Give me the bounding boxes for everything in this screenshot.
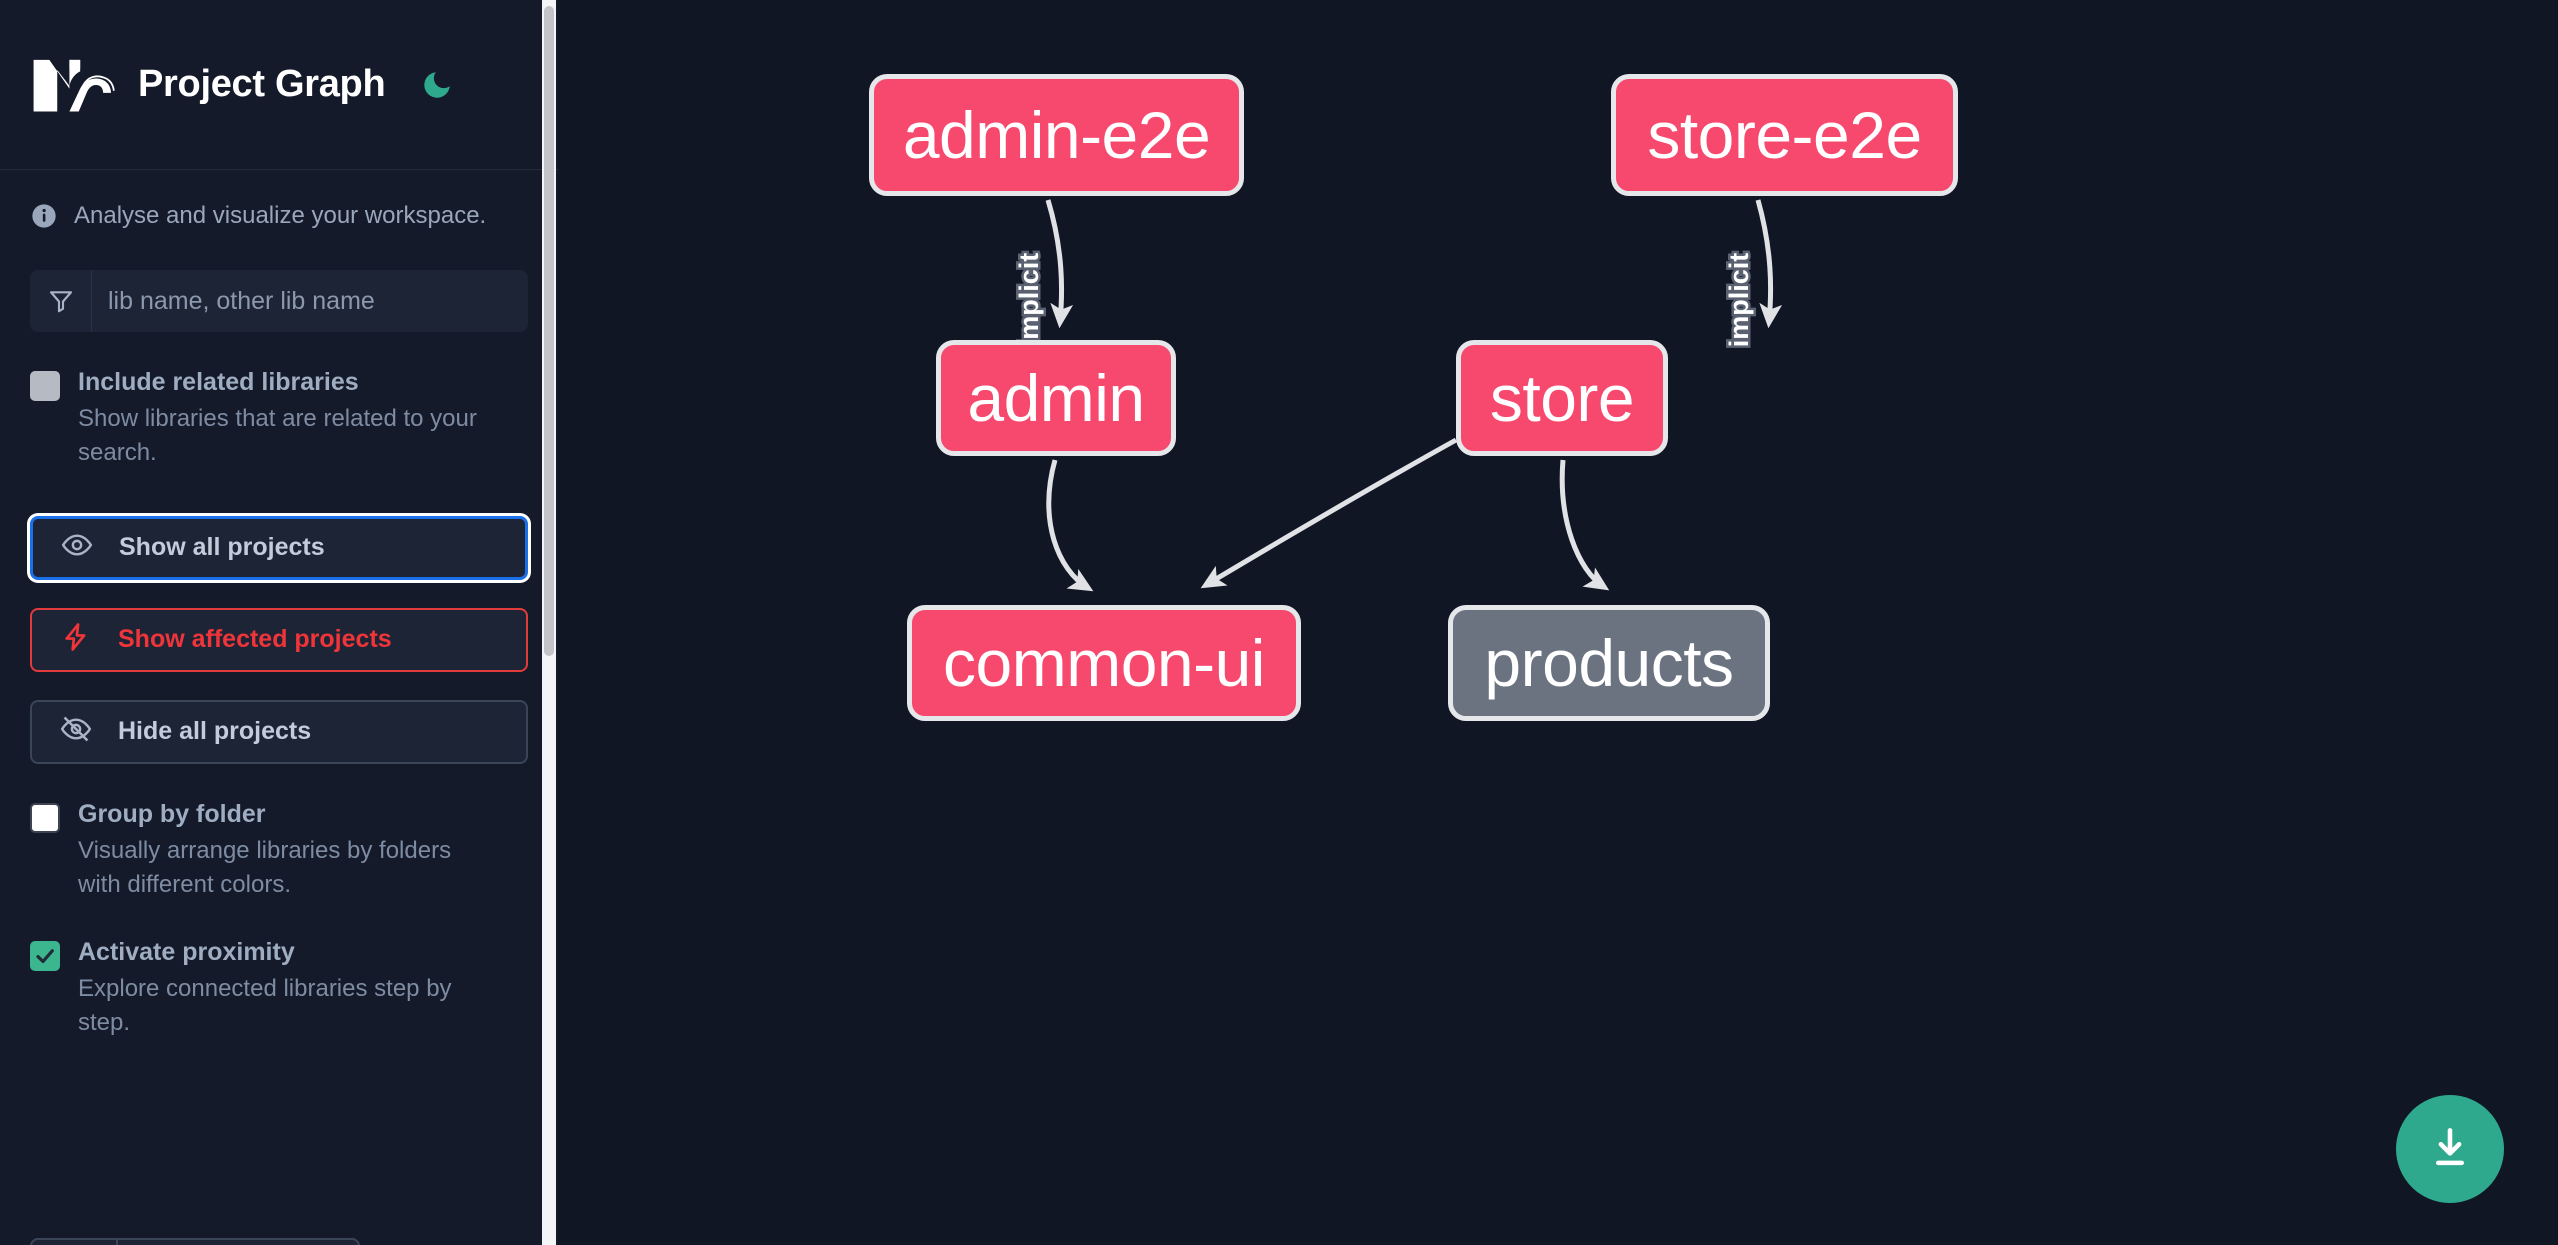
moon-icon[interactable] xyxy=(415,63,459,107)
eye-off-icon xyxy=(60,713,92,750)
hide-all-projects-label: Hide all projects xyxy=(118,717,312,746)
graph-node-store-e2e[interactable]: store-e2e xyxy=(1611,74,1958,196)
eye-icon xyxy=(61,529,93,566)
option-description: Show libraries that are related to your … xyxy=(78,404,477,466)
sidebar-scrollbar-thumb[interactable] xyxy=(544,6,554,656)
sidebar-scrollbar[interactable] xyxy=(542,0,556,1245)
edge-store-products xyxy=(1559,459,1610,591)
node-label: store xyxy=(1489,361,1635,435)
search-bar[interactable] xyxy=(30,270,528,332)
nx-logo xyxy=(30,54,116,116)
divider xyxy=(116,1240,118,1245)
node-label: store-e2e xyxy=(1647,98,1922,172)
checkbox-group-by-folder[interactable] xyxy=(30,802,60,833)
show-affected-projects-button[interactable]: Show affected projects xyxy=(30,607,528,672)
sidebar-subtitle: Analyse and visualize your workspace. xyxy=(0,170,558,230)
graph-node-admin-e2e[interactable]: admin-e2e xyxy=(869,74,1244,196)
edge-store-common-ui xyxy=(1200,437,1458,589)
node-label: admin xyxy=(967,361,1145,435)
download-image-button[interactable] xyxy=(2396,1095,2504,1203)
sidebar: Project Graph Analyse and visualize your… xyxy=(0,0,558,1245)
node-label: common-ui xyxy=(943,626,1265,700)
node-label: products xyxy=(1484,626,1734,700)
hide-all-projects-button[interactable]: Hide all projects xyxy=(30,699,528,764)
sidebar-bottom-control[interactable] xyxy=(30,1238,360,1245)
graph-node-common-ui[interactable]: common-ui xyxy=(907,605,1301,721)
graph-node-store[interactable]: store xyxy=(1456,340,1668,456)
show-all-projects-label: Show all projects xyxy=(119,533,325,562)
filter-icon xyxy=(30,270,92,332)
option-group-by-folder[interactable]: Group by folder Visually arrange librari… xyxy=(0,798,558,902)
option-title: Group by folder xyxy=(78,799,266,828)
info-icon xyxy=(30,202,58,230)
show-all-projects-button[interactable]: Show all projects xyxy=(30,515,528,580)
page-title: Project Graph xyxy=(138,63,386,105)
checkbox-activate-proximity[interactable] xyxy=(30,940,60,971)
option-activate-proximity[interactable]: Activate proximity Explore connected lib… xyxy=(0,936,558,1040)
graph-canvas[interactable]: implicit implicit admin-e2e store-e2e ad… xyxy=(558,0,2558,1245)
option-description: Explore connected libraries step by step… xyxy=(78,974,452,1036)
sidebar-header: Project Graph xyxy=(0,0,558,170)
edge-store-e2e-store xyxy=(1755,199,1783,329)
edge-label-implicit-admin: implicit xyxy=(1014,253,1044,348)
edge-label-implicit-store: implicit xyxy=(1724,253,1754,348)
download-icon xyxy=(2436,1128,2464,1166)
show-affected-projects-label: Show affected projects xyxy=(118,625,392,654)
option-description: Visually arrange libraries by folders wi… xyxy=(78,836,452,898)
node-label: admin-e2e xyxy=(902,98,1211,172)
option-title: Include related libraries xyxy=(78,368,359,396)
graph-edges: implicit implicit xyxy=(1012,199,1783,592)
lightning-icon xyxy=(60,621,92,658)
graph-node-products[interactable]: products xyxy=(1448,605,1770,721)
search-input[interactable] xyxy=(92,270,528,332)
check-icon xyxy=(36,949,54,963)
option-title: Activate proximity xyxy=(78,937,295,966)
sidebar-subtitle-text: Analyse and visualize your workspace. xyxy=(74,202,487,229)
checkbox-include-related-libraries[interactable] xyxy=(30,371,60,401)
option-include-related-libraries[interactable]: Include related libraries Show libraries… xyxy=(0,366,558,470)
graph-node-admin[interactable]: admin xyxy=(936,340,1176,456)
edge-admin-common-ui xyxy=(1046,459,1094,592)
edge-admin-e2e-admin xyxy=(1045,199,1074,329)
